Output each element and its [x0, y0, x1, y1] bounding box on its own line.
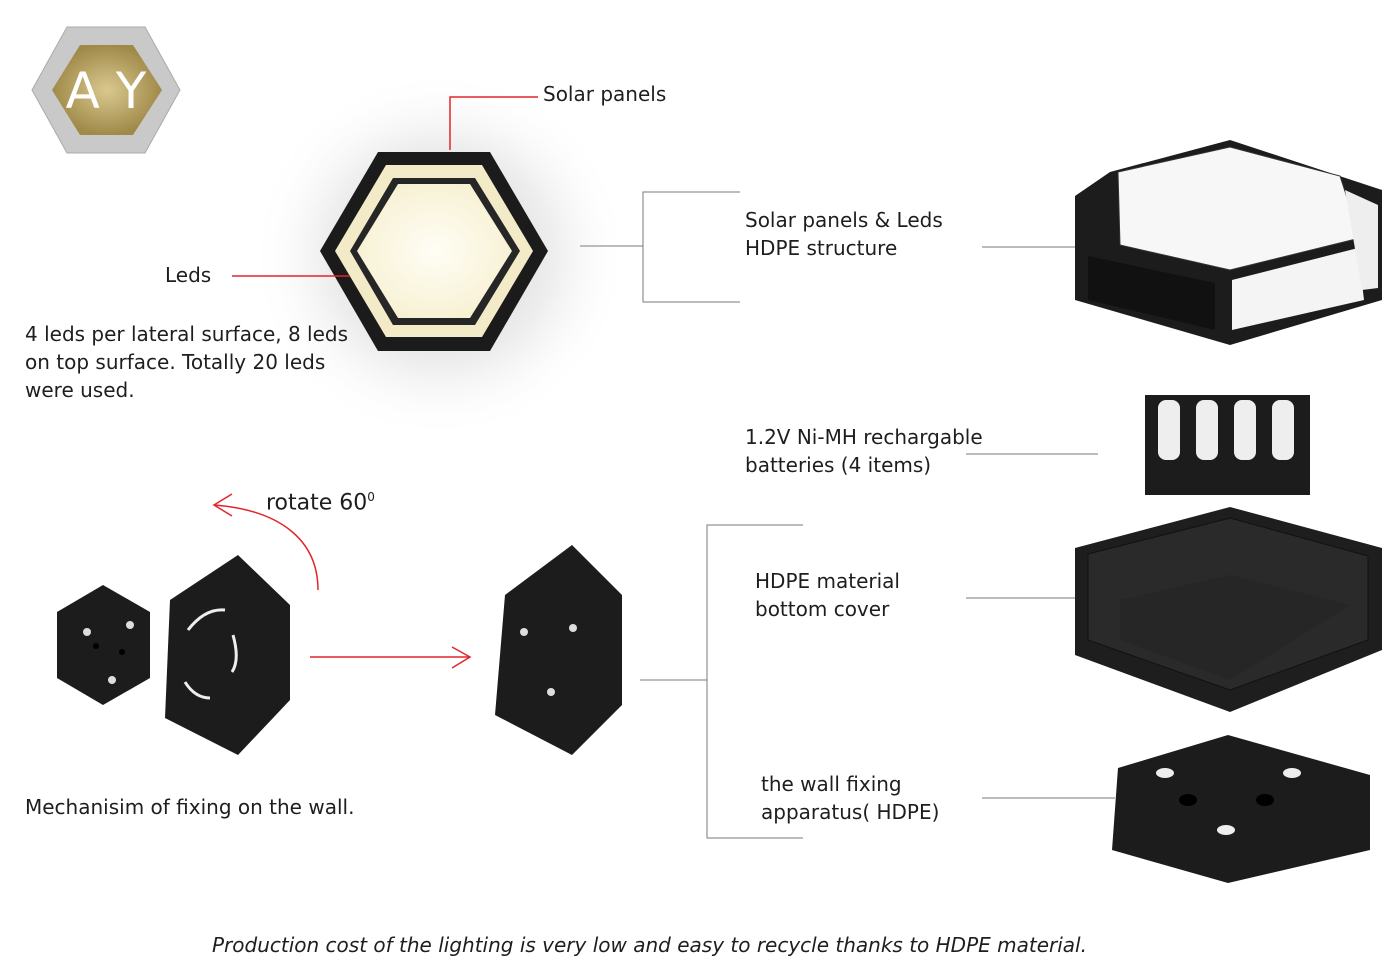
- label-rotate: rotate 600: [266, 483, 375, 517]
- text-line: apparatus( HDPE): [761, 800, 940, 824]
- logo: A Y: [31, 26, 181, 154]
- degree-superscript: 0: [367, 490, 375, 504]
- red-callout-lines: [212, 96, 538, 669]
- text-line: the wall fixing: [761, 772, 902, 796]
- rotate-text: rotate 60: [266, 490, 368, 516]
- label-mechanism: Mechanisim of fixing on the wall.: [25, 795, 355, 819]
- text-line: Solar panels & Leds: [745, 208, 943, 232]
- text-line: on top surface. Totally 20 leds: [25, 350, 326, 374]
- text-line: batteries (4 items): [745, 453, 932, 477]
- label-top-part: Solar panels & Leds HDPE structure: [745, 206, 943, 262]
- label-solar-panels: Solar panels: [543, 82, 667, 106]
- label-bottom-cover: HDPE material bottom cover: [755, 567, 900, 623]
- lamp-front-view: [250, 70, 630, 440]
- label-batteries: 1.2V Ni-MH rechargable batteries (4 item…: [745, 423, 983, 479]
- label-leds: Leds: [165, 263, 212, 287]
- mechanism-illustration: [57, 545, 622, 755]
- svg-text:A Y: A Y: [66, 62, 147, 120]
- leds-description: 4 leds per lateral surface, 8 leds on to…: [25, 320, 348, 404]
- bottom-cover-part: [1075, 507, 1382, 712]
- text-line: 1.2V Ni-MH rechargable: [745, 425, 983, 449]
- footer-note: Production cost of the lighting is very …: [212, 933, 1087, 957]
- gray-callout-lines: [580, 191, 1115, 839]
- wall-fixing-plate-part: [1112, 735, 1370, 883]
- text-line: bottom cover: [755, 597, 890, 621]
- text-line: were used.: [25, 378, 135, 402]
- text-line: HDPE structure: [745, 236, 898, 260]
- text-line: HDPE material: [755, 569, 900, 593]
- batteries-part: [1145, 395, 1310, 495]
- label-wall-fixing: the wall fixing apparatus( HDPE): [761, 770, 939, 826]
- text-line: 4 leds per lateral surface, 8 leds: [25, 322, 349, 346]
- top-cap-part: [1075, 140, 1382, 345]
